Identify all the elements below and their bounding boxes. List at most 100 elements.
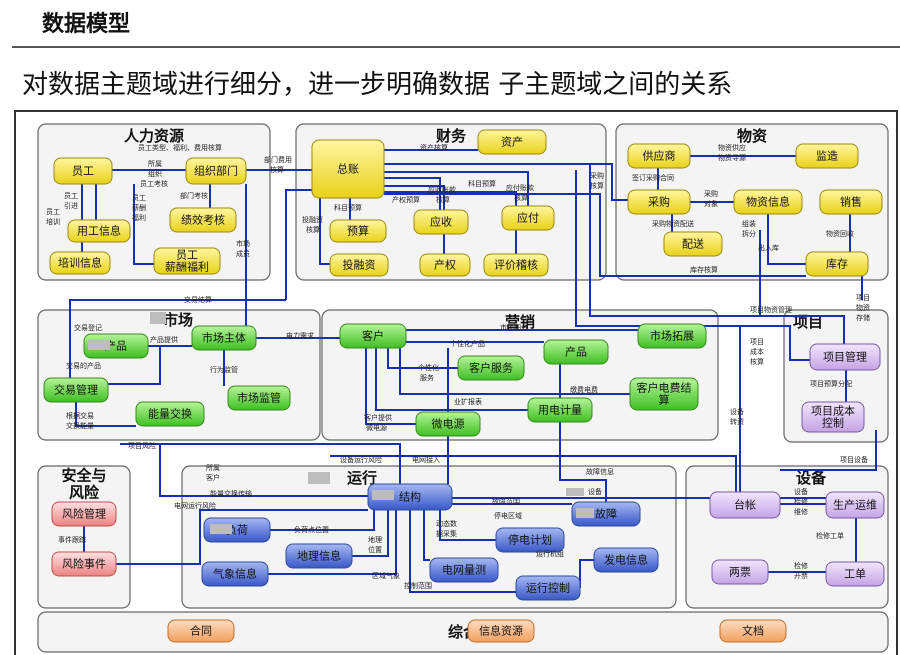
entity-contract[interactable]: 合同	[167, 619, 235, 643]
entity-cust[interactable]: 客户	[339, 323, 407, 349]
entity-box-purchase[interactable]	[627, 189, 691, 215]
entity-box-cserv[interactable]	[457, 355, 525, 381]
entity-prodmaint[interactable]: 生产运维	[825, 491, 885, 519]
entity-infores[interactable]: 信息资源	[467, 619, 535, 643]
entity-stock[interactable]: 库存	[805, 251, 869, 277]
entity-doc[interactable]: 文档	[719, 619, 787, 643]
entity-box-emp[interactable]	[53, 157, 113, 185]
entity-box-asset[interactable]	[477, 129, 547, 155]
entity-box-pm[interactable]	[809, 343, 881, 371]
entity-gen[interactable]: 发电信息	[593, 547, 659, 573]
entity-box-outage[interactable]	[495, 527, 565, 553]
entity-payable[interactable]: 应付	[501, 205, 555, 231]
entity-box-invest[interactable]	[329, 253, 389, 277]
entity-salesy[interactable]: 销售	[819, 189, 883, 215]
entity-box-prod2[interactable]	[543, 339, 609, 365]
entity-cserv[interactable]: 客户服务	[457, 355, 525, 381]
entity-msubj[interactable]: 市场主体	[191, 325, 257, 351]
entity-ticket[interactable]: 两票	[711, 559, 769, 585]
entity-box-eval[interactable]	[483, 253, 549, 277]
entity-outage[interactable]: 停电计划	[495, 527, 565, 553]
entity-box-infores[interactable]	[467, 619, 535, 643]
entity-box-opctl[interactable]	[515, 575, 581, 601]
entity-box-micro[interactable]	[415, 411, 481, 437]
entity-matinfo[interactable]: 物资信息	[733, 189, 803, 215]
entity-eval[interactable]: 评价稽核	[483, 253, 549, 277]
entity-box-contract[interactable]	[167, 619, 235, 643]
relation-label: 电网接入	[412, 455, 440, 464]
entity-box-weather[interactable]	[201, 561, 269, 587]
entity-prod2[interactable]: 产品	[543, 339, 609, 365]
entity-energy[interactable]: 能量交换	[135, 401, 205, 427]
entity-gmeas[interactable]: 电网量测	[429, 557, 499, 583]
entity-geo[interactable]: 地理信息	[285, 543, 353, 569]
entity-cbill[interactable]: 客户电费结算	[629, 377, 699, 411]
entity-org[interactable]: 组织部门	[185, 157, 247, 185]
entity-recv[interactable]: 应收	[413, 209, 469, 235]
entity-mext[interactable]: 市场拓展	[637, 323, 707, 349]
entity-meter[interactable]: 用电计量	[527, 397, 593, 423]
entity-asset[interactable]: 资产	[477, 129, 547, 155]
entity-box-msup[interactable]	[227, 385, 291, 411]
entity-box-supplier[interactable]	[627, 143, 691, 169]
entity-box-risk[interactable]	[51, 501, 117, 527]
entity-box-supervise[interactable]	[795, 143, 859, 169]
entity-weather[interactable]: 气象信息	[201, 561, 269, 587]
entity-msup[interactable]: 市场监管	[227, 385, 291, 411]
entity-box-workord[interactable]	[825, 561, 885, 587]
entity-box-pay[interactable]	[153, 247, 221, 275]
entity-box-gen[interactable]	[593, 547, 659, 573]
relation-label: 核算	[514, 193, 528, 202]
entity-box-perf[interactable]	[169, 207, 237, 233]
entity-riskev[interactable]: 风险事件	[51, 551, 117, 577]
entity-prop[interactable]: 产权	[419, 253, 471, 277]
entity-workord[interactable]: 工单	[825, 561, 885, 587]
entity-pm[interactable]: 项目管理	[809, 343, 881, 371]
entity-opctl[interactable]: 运行控制	[515, 575, 581, 601]
entity-box-ledger2[interactable]	[709, 491, 781, 519]
entity-box-salesy[interactable]	[819, 189, 883, 215]
entity-box-energy[interactable]	[135, 401, 205, 427]
entity-box-prop[interactable]	[419, 253, 471, 277]
entity-box-ticket[interactable]	[711, 559, 769, 585]
entity-risk[interactable]: 风险管理	[51, 501, 117, 527]
entity-invest[interactable]: 投融资	[329, 253, 389, 277]
entity-box-pcost[interactable]	[801, 401, 865, 433]
entity-ledger[interactable]: 总账	[311, 139, 385, 199]
entity-box-stock[interactable]	[805, 251, 869, 277]
entity-box-cbill[interactable]	[629, 377, 699, 411]
entity-box-budget[interactable]	[329, 219, 387, 243]
entity-supervise[interactable]: 监造	[795, 143, 859, 169]
entity-supplier[interactable]: 供应商	[627, 143, 691, 169]
entity-box-ledger[interactable]	[311, 139, 385, 199]
entity-purchase[interactable]: 采购	[627, 189, 691, 215]
entity-box-prodmaint[interactable]	[825, 491, 885, 519]
entity-box-dist[interactable]	[663, 231, 723, 257]
entity-box-msubj[interactable]	[191, 325, 257, 351]
entity-box-payable[interactable]	[501, 205, 555, 231]
entity-box-gmeas[interactable]	[429, 557, 499, 583]
entity-pay[interactable]: 员工薪酬福利	[153, 247, 221, 275]
entity-perf[interactable]: 绩效考核	[169, 207, 237, 233]
entity-train[interactable]: 培训信息	[49, 251, 111, 275]
entity-hire[interactable]: 用工信息	[67, 219, 131, 243]
entity-dist[interactable]: 配送	[663, 231, 723, 257]
entity-ledger2[interactable]: 台帐	[709, 491, 781, 519]
entity-box-recv[interactable]	[413, 209, 469, 235]
entity-box-doc[interactable]	[719, 619, 787, 643]
entity-box-cust[interactable]	[339, 323, 407, 349]
entity-box-matinfo[interactable]	[733, 189, 803, 215]
entity-box-riskev[interactable]	[51, 551, 117, 577]
entity-box-trade[interactable]	[43, 377, 109, 403]
entity-trade[interactable]: 交易管理	[43, 377, 109, 403]
entity-box-geo[interactable]	[285, 543, 353, 569]
entity-budget[interactable]: 预算	[329, 219, 387, 243]
entity-box-train[interactable]	[49, 251, 111, 275]
entity-emp[interactable]: 员工	[53, 157, 113, 185]
entity-box-hire[interactable]	[67, 219, 131, 243]
entity-box-org[interactable]	[185, 157, 247, 185]
entity-micro[interactable]: 微电源	[415, 411, 481, 437]
entity-pcost[interactable]: 项目成本控制	[801, 401, 865, 433]
entity-box-meter[interactable]	[527, 397, 593, 423]
entity-box-mext[interactable]	[637, 323, 707, 349]
